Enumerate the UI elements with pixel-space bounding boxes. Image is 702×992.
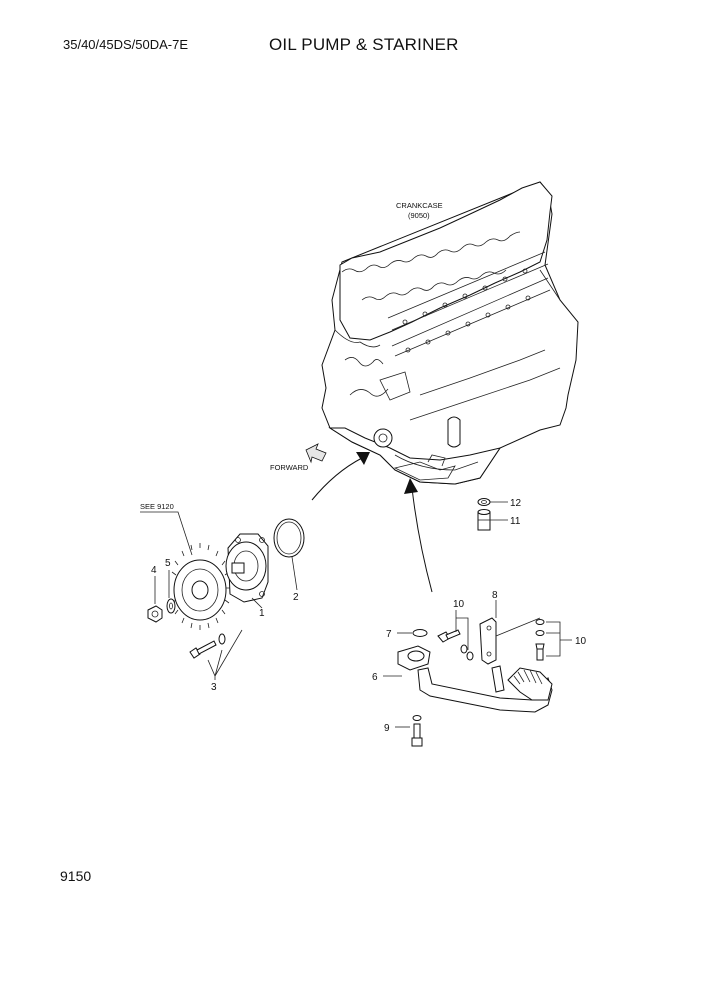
callout-4: 4 bbox=[151, 565, 157, 576]
callout-2: 2 bbox=[293, 592, 299, 603]
callout-6: 6 bbox=[372, 672, 378, 683]
washer-3-icon bbox=[218, 633, 226, 645]
crankcase-label: CRANKCASE bbox=[396, 201, 443, 210]
nut-4-icon bbox=[147, 605, 163, 623]
bracket-8-icon bbox=[479, 617, 497, 665]
washers-10-right-icon bbox=[535, 619, 545, 661]
model-code: 35/40/45DS/50DA-7E bbox=[63, 37, 189, 52]
pump-drive-gear-icon bbox=[171, 543, 231, 630]
oil-pump-icon bbox=[225, 533, 269, 603]
bolt-10-icon bbox=[437, 629, 461, 643]
callout-10-left: 10 bbox=[453, 599, 465, 610]
callout-12: 12 bbox=[510, 498, 522, 509]
callout-8: 8 bbox=[492, 590, 498, 601]
callout-1: 1 bbox=[259, 608, 265, 619]
callout-7: 7 bbox=[386, 629, 392, 640]
forward-label: FORWARD bbox=[270, 463, 309, 472]
o-ring-7-icon bbox=[412, 629, 428, 637]
callout-3: 3 bbox=[211, 682, 217, 693]
strainer-pipe-6-icon bbox=[397, 645, 553, 713]
o-ring-2-icon bbox=[273, 518, 305, 558]
washer-12-icon bbox=[477, 498, 491, 506]
see-reference-label: SEE 9120 bbox=[140, 502, 174, 511]
page-title: OIL PUMP & STARINER bbox=[269, 35, 459, 54]
page-number: 9150 bbox=[60, 868, 92, 884]
washer-10-icon bbox=[460, 644, 474, 661]
callout-9: 9 bbox=[384, 723, 390, 734]
crankcase-engine bbox=[321, 181, 579, 485]
callout-10-right: 10 bbox=[575, 636, 587, 647]
assembly-arrow-left-icon bbox=[311, 452, 370, 501]
bolt-9-icon bbox=[411, 715, 423, 747]
assembly-arrow-right-icon bbox=[404, 478, 433, 593]
plug-11-icon bbox=[477, 509, 491, 531]
crankcase-ref-label: (9050) bbox=[408, 211, 430, 220]
forward-arrow-icon bbox=[305, 443, 327, 464]
callout-5: 5 bbox=[165, 558, 171, 569]
bolt-3-icon bbox=[189, 640, 217, 659]
washer-5-icon bbox=[166, 598, 176, 614]
callout-11: 11 bbox=[510, 516, 521, 527]
